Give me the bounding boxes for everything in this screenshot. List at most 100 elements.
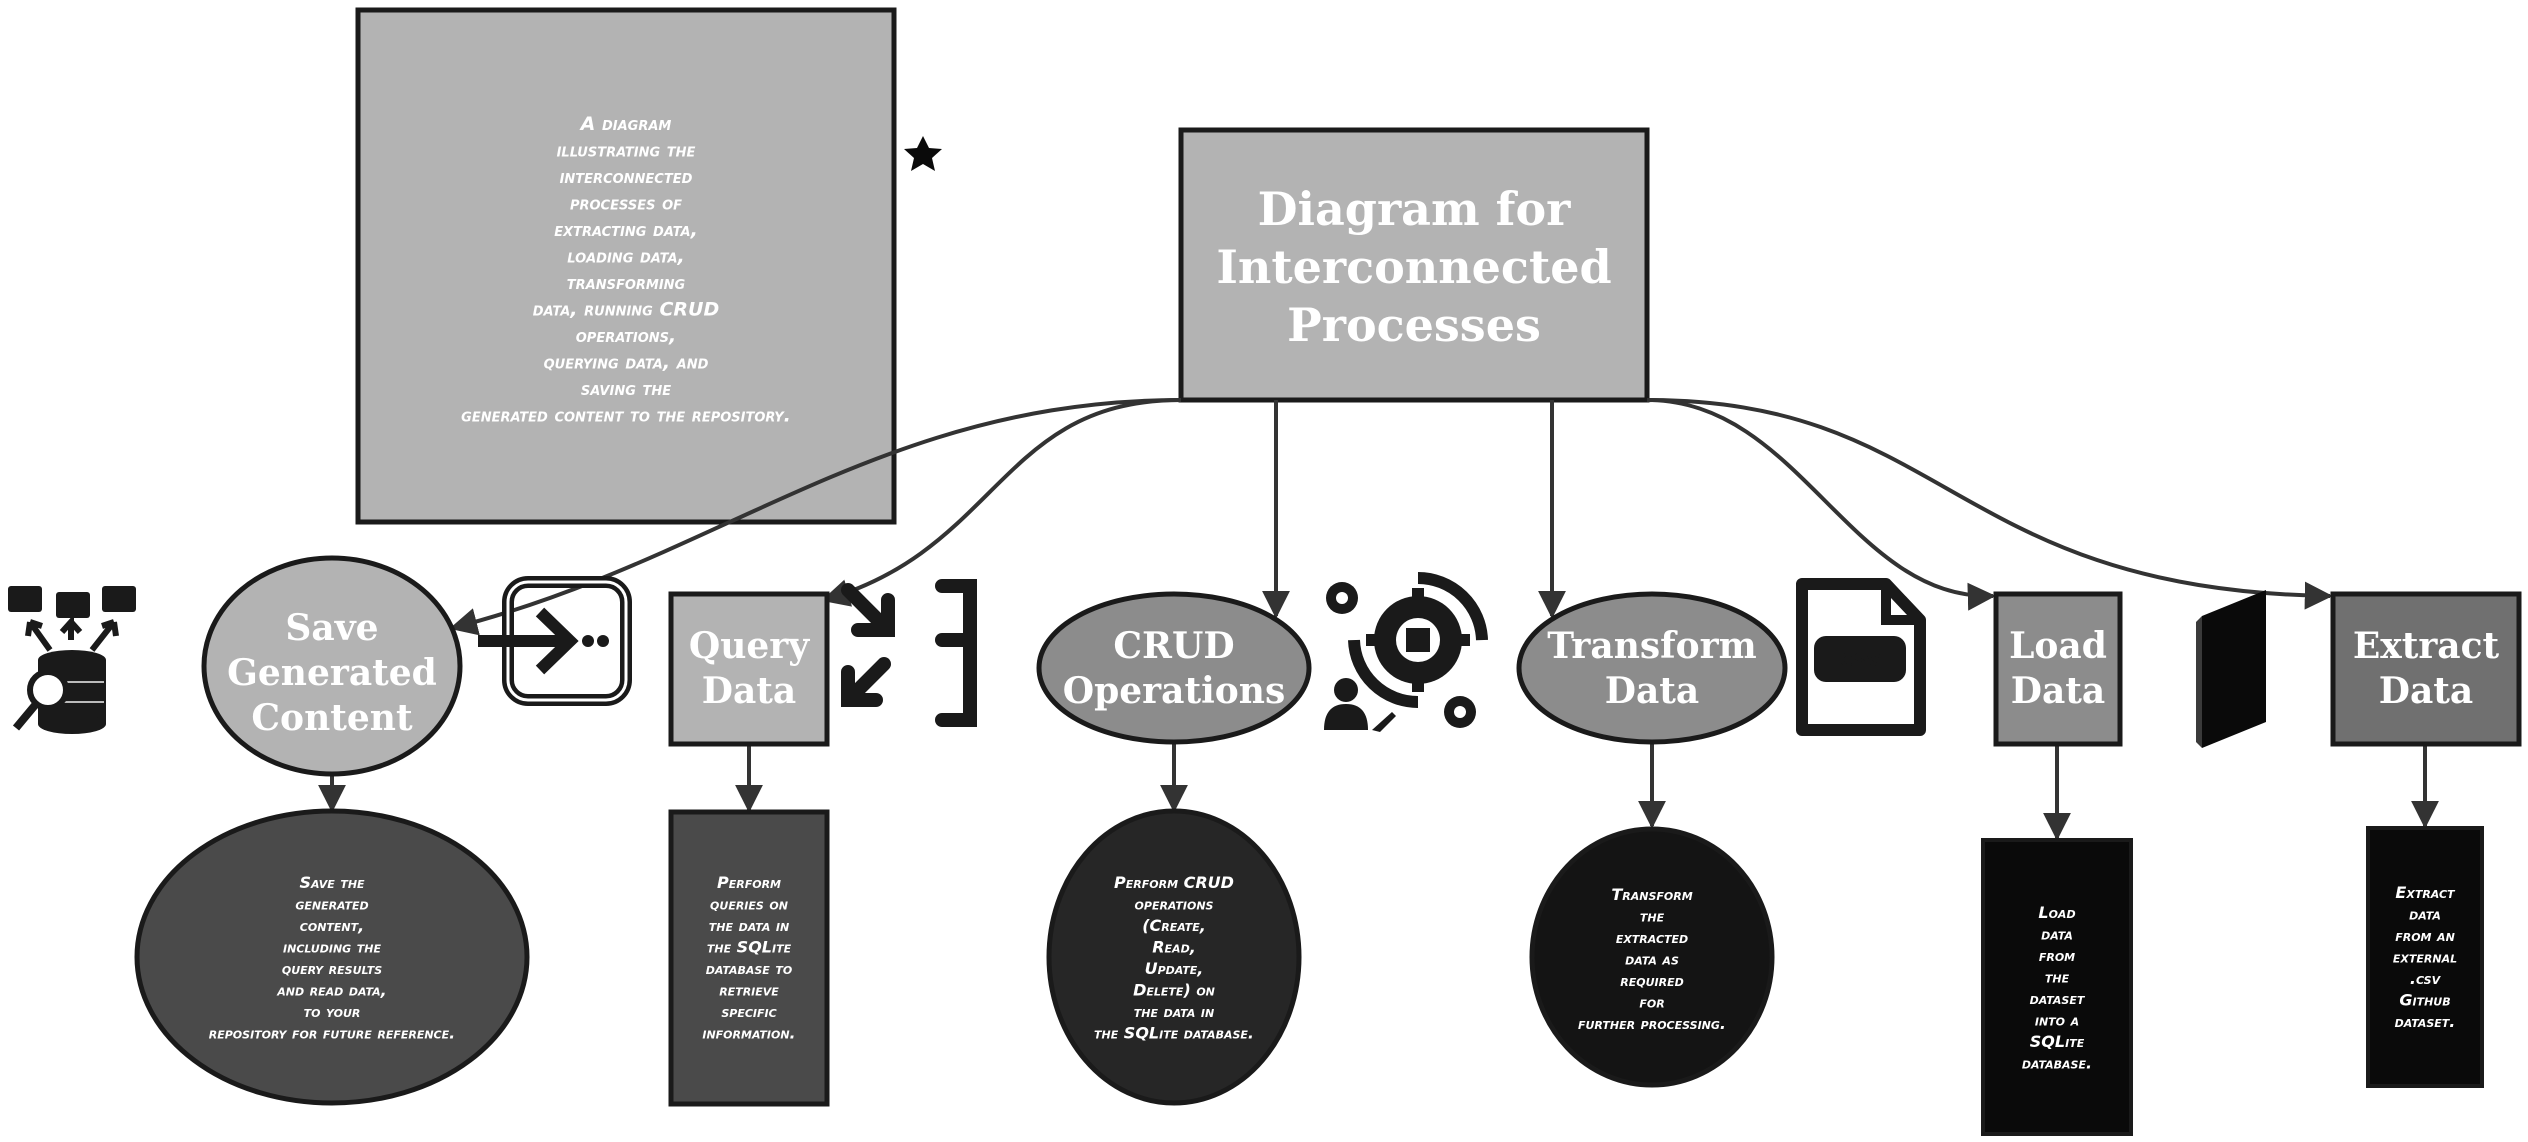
load-detail-line: dataset xyxy=(2030,989,2086,1008)
book-icon xyxy=(2196,590,2266,748)
query-detail-line: Perform xyxy=(717,873,781,892)
csv-file-icon: CSV xyxy=(1796,578,1926,736)
load-label-line: Data xyxy=(2011,670,2106,712)
extract-detail-line: external xyxy=(2393,948,2457,967)
crud-detail-line: Delete) on xyxy=(1133,981,1215,1000)
load-detail-line: data xyxy=(2041,925,2073,944)
description-line: loading data, xyxy=(567,246,684,268)
load-label-line: Load xyxy=(2009,625,2107,667)
load-detail-line: into a xyxy=(2035,1011,2079,1030)
load-detail-line: the xyxy=(2045,968,2070,987)
description-line: operations, xyxy=(576,325,677,347)
crud-detail-line: Perform CRUD xyxy=(1114,873,1234,892)
save-label-line: Content xyxy=(251,697,413,739)
title-line: Diagram for xyxy=(1258,182,1572,236)
transform-label-line: Transform xyxy=(1547,625,1756,667)
save-detail-line: Save the xyxy=(299,873,365,892)
load-detail-line: Load xyxy=(2038,903,2075,922)
save-detail-line: query results xyxy=(282,959,382,978)
crud-detail-line: the data in xyxy=(1134,1002,1214,1021)
transform-detail-line: Transform xyxy=(1611,885,1692,904)
extract-label-line: Extract xyxy=(2353,625,2500,667)
query-detail-line: the SQLite xyxy=(707,938,792,957)
description-line: extracting data, xyxy=(554,219,698,241)
description-line: A diagram xyxy=(579,113,672,135)
description-line: processes of xyxy=(570,193,682,215)
transform-detail-line: extracted xyxy=(1616,928,1688,947)
edge-title-query xyxy=(821,398,1182,607)
transform-detail-line: data as xyxy=(1625,950,1679,969)
load-detail-line: database. xyxy=(2022,1054,2092,1073)
transform-detail-line: the xyxy=(1640,907,1665,926)
edge-title-load xyxy=(1646,398,1996,611)
save-detail-line: generated xyxy=(295,895,368,914)
query-detail-line: queries on xyxy=(710,895,788,914)
edge-title-extract xyxy=(1646,398,2333,610)
description-line: transforming xyxy=(567,272,686,294)
query-label-line: Query xyxy=(689,625,810,667)
query-detail-line: the data in xyxy=(709,916,789,935)
crud-detail-line: Read, xyxy=(1152,938,1196,957)
save-detail-line: to your xyxy=(304,1002,361,1021)
description-line: querying data, and xyxy=(544,352,709,374)
description-line: saving the xyxy=(581,378,671,400)
detail-transform: Transform the extracted data as required for f… xyxy=(1529,826,1775,1088)
query-detail-line: specific xyxy=(721,1002,776,1021)
detail-load: Load data from the dataset into a SQLite databa… xyxy=(1981,838,2133,1136)
edges xyxy=(318,398,2439,841)
extract-detail-line: Github xyxy=(2399,991,2450,1010)
title-line: Processes xyxy=(1287,298,1541,352)
gear-cycle-icon xyxy=(1324,572,1488,732)
database-share-icon xyxy=(8,586,136,734)
save-detail-line: and read data, xyxy=(276,981,386,1000)
crud-detail-line: (Create, xyxy=(1142,916,1206,935)
query-detail-line: information. xyxy=(702,1024,795,1043)
extract-detail-line: dataset. xyxy=(2395,1012,2456,1031)
save-label-line: Save xyxy=(285,607,378,649)
save-label-line: Generated xyxy=(227,652,437,694)
crud-label-line: Operations xyxy=(1063,670,1286,712)
transform-label-line: Data xyxy=(1605,670,1700,712)
description-text: A diagram illustrating the interconnected p… xyxy=(461,113,791,427)
description-line: data, running CRUD xyxy=(533,299,719,321)
star-icon xyxy=(904,136,942,171)
detail-save: Save the generated content, including the qu… xyxy=(134,808,530,1106)
transform-detail-line: required xyxy=(1620,971,1683,990)
extract-detail-line: from an xyxy=(2395,926,2455,945)
extract-label-line: Data xyxy=(2379,670,2474,712)
description-line: illustrating the xyxy=(557,140,696,162)
query-label-line: Data xyxy=(702,670,797,712)
description-line: generated content to the repository. xyxy=(461,405,791,427)
crud-detail-line: the SQLite database. xyxy=(1094,1024,1254,1043)
csv-label: CSV xyxy=(1840,650,1881,671)
crud-detail-line: operations xyxy=(1135,895,1214,914)
load-detail-line: SQLite xyxy=(2030,1032,2085,1051)
save-detail-line: including the xyxy=(283,938,381,957)
description-line: interconnected xyxy=(560,166,693,188)
load-detail-line: from xyxy=(2039,946,2075,965)
transform-detail-line: further processing. xyxy=(1578,1014,1726,1033)
transform-detail-line: for xyxy=(1639,993,1664,1012)
description-box: A diagram illustrating the interconnected p… xyxy=(355,7,897,525)
save-detail-line: content, xyxy=(300,916,364,935)
login-arrow-icon xyxy=(478,576,632,706)
